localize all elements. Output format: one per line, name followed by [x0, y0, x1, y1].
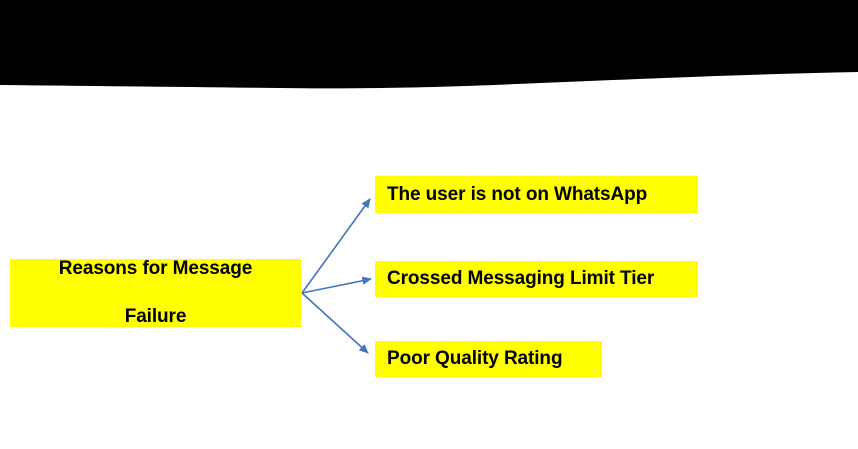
node-root-line1: Reasons for Message — [58, 258, 253, 279]
banner-wave-shape — [0, 0, 858, 89]
connector-to-branch-1 — [301, 276, 372, 294]
top-black-banner — [0, 0, 858, 89]
node-root-line2: Failure — [124, 306, 187, 327]
connector-to-branch-0 — [301, 198, 371, 294]
node-branch-poor-quality-rating[interactable]: Poor Quality Rating — [375, 341, 602, 377]
node-branch-0-label: The user is not on WhatsApp — [387, 183, 648, 205]
connector-to-branch-2 — [301, 292, 369, 354]
node-branch-crossed-messaging-limit-tier[interactable]: Crossed Messaging Limit Tier — [375, 261, 698, 297]
node-branch-user-not-on-whatsapp[interactable]: The user is not on WhatsApp — [375, 176, 698, 213]
node-branch-2-label: Poor Quality Rating — [387, 348, 563, 369]
node-branch-1-label: Crossed Messaging Limit Tier — [387, 268, 655, 289]
